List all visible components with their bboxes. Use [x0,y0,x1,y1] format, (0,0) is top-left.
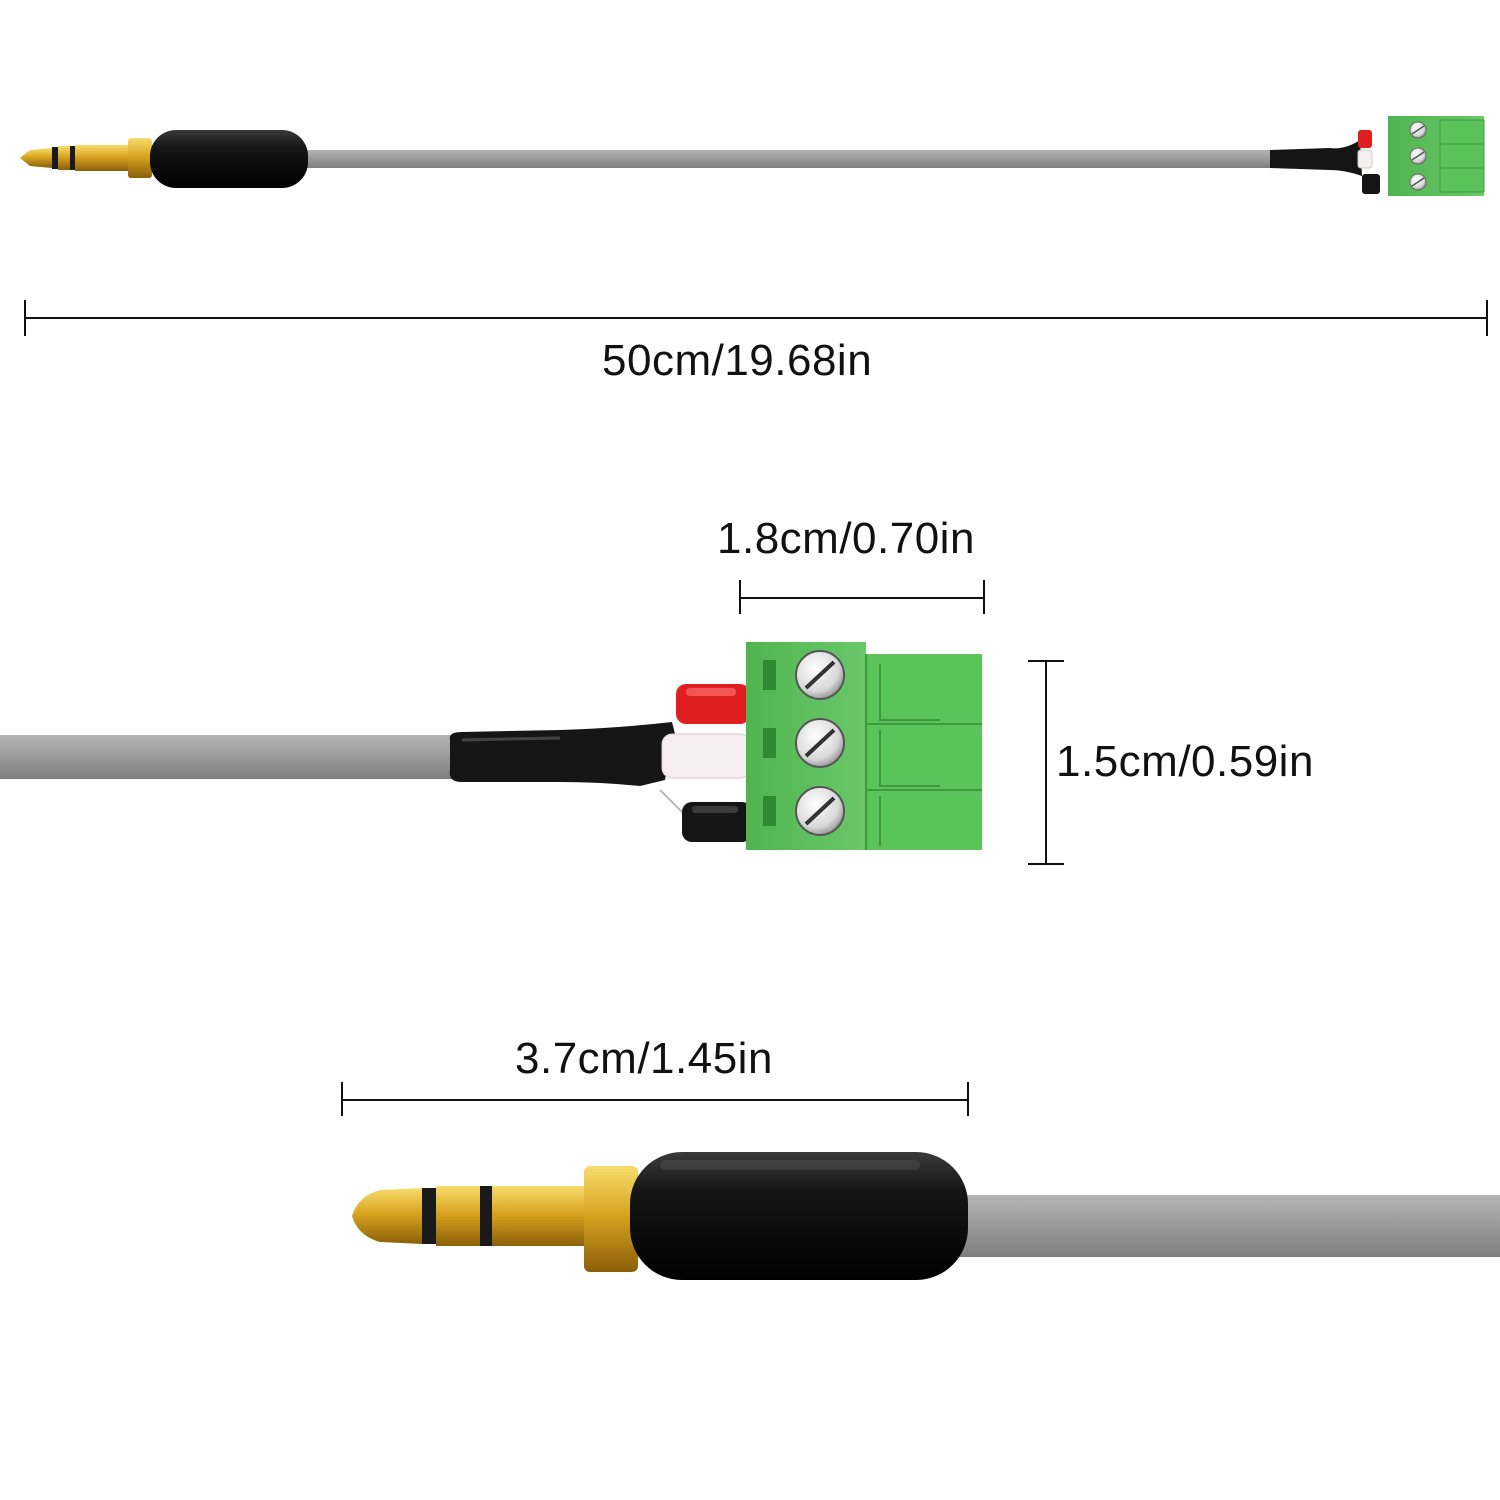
plug-tip [352,1188,422,1244]
plug-length-label: 3.7cm/1.45in [515,1034,773,1083]
cable [950,1195,1500,1257]
plug-tip [20,148,52,168]
plug-ring [52,147,58,169]
screw-icon [795,786,845,836]
plug-ring [480,1186,492,1246]
wire-red [1358,130,1372,148]
plug-sleeve [436,1186,480,1246]
screw-icon [795,718,845,768]
terminal-block [866,654,982,850]
cable [0,735,470,779]
heat-shrink [1270,140,1362,176]
full-cable-overview [20,116,1485,196]
screw-icon [795,650,845,700]
plug-sleeve [58,146,70,170]
plug-length-dimension-line [341,1082,969,1116]
plug-ring [70,146,75,170]
plug-sleeve [492,1186,588,1246]
terminal-block-closeup [0,642,982,850]
terminal-width-dimension-line [739,580,985,614]
cable [300,150,1275,168]
terminal-width-label: 1.8cm/0.70in [717,514,975,563]
wire-white [1357,149,1373,169]
terminal-height-dimension-line [1028,660,1064,865]
plug-body [630,1152,968,1280]
terminal-height-label: 1.5cm/0.59in [1056,737,1314,786]
plug-body [150,130,308,188]
terminal-block [1439,119,1485,193]
total-length-label: 50cm/19.68in [602,336,873,385]
plug-closeup [352,1152,1500,1280]
heat-shrink [449,722,678,786]
plug-collar [584,1166,638,1272]
wire-white [661,733,751,779]
plug-sleeve [75,145,130,171]
total-length-dimension-line [24,300,1488,336]
plug-collar [128,138,152,178]
wire-black [1362,174,1380,194]
plug-ring [422,1188,436,1244]
